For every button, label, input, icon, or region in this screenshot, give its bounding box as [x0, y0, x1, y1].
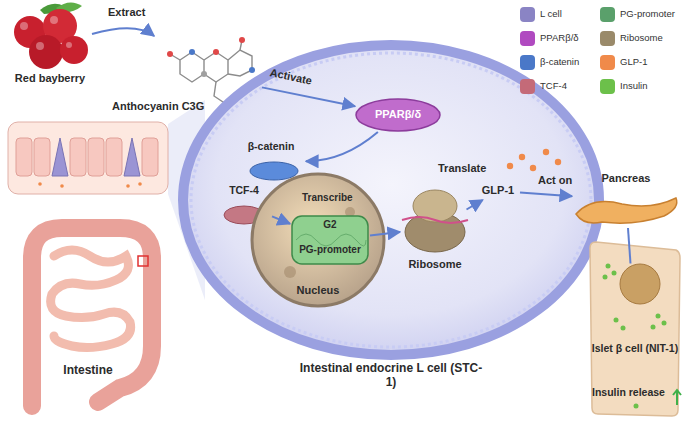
- atom: [213, 49, 219, 55]
- organ: Intestine: [2, 196, 170, 420]
- islet-cell-outline-part: [606, 264, 611, 269]
- islet-cell-outline-part: [603, 275, 608, 280]
- node-label: Pancreas: [572, 172, 680, 185]
- legend-text: Ribosome: [620, 32, 663, 43]
- legend-text: GLP-1: [620, 56, 647, 67]
- node-label: PPARβ/δ: [355, 108, 441, 121]
- epithelial-cell: [88, 138, 104, 176]
- legend-text: TCF-4: [540, 80, 567, 91]
- node-label: Intestinal endocrine L cell (STC-1): [296, 362, 486, 390]
- atom: [239, 37, 245, 43]
- bayberry-art: [14, 2, 88, 69]
- epithelial-cell: [34, 138, 50, 176]
- berry-highlight: [36, 42, 44, 50]
- edge-label: Extract: [108, 6, 145, 18]
- epithelial-cell: [16, 138, 32, 176]
- node-label: PG-promoter: [290, 244, 370, 256]
- ribosome-outline-part: [402, 217, 468, 223]
- organ-outline-part: [32, 228, 152, 406]
- berry: [60, 36, 88, 64]
- protein: β-catenin: [236, 140, 306, 182]
- atom: [201, 71, 207, 77]
- epithelium-inset: [8, 122, 168, 194]
- edge-label: Translate: [438, 162, 486, 174]
- ring: [204, 52, 228, 82]
- islet-cell-outline-part: [662, 321, 667, 326]
- berry-highlight: [50, 16, 58, 24]
- legend-swatch: [600, 79, 615, 94]
- node-label: Insulin release: [592, 386, 674, 398]
- l-cell: [52, 138, 68, 176]
- berry-highlight: [20, 22, 28, 30]
- node-label: Islet β cell (NIT-1): [588, 342, 682, 354]
- node-label: Intestine: [48, 364, 128, 378]
- legend-text: β-catenin: [540, 56, 579, 67]
- berry: [29, 35, 63, 69]
- legend-swatch: [600, 55, 615, 70]
- organ: Pancreas: [572, 172, 680, 228]
- islet-cell-outline-part: [656, 314, 661, 319]
- node-label: G2: [290, 219, 370, 231]
- islet-cell-outline-part: [634, 404, 639, 409]
- epithelial-cell: [106, 138, 122, 176]
- epithelial-cell: [70, 138, 86, 176]
- legend-swatch: [520, 55, 535, 70]
- protein-outline-part: [250, 162, 298, 180]
- legend-text: L cell: [540, 8, 562, 19]
- hormone: GLP-1: [476, 182, 520, 200]
- organ-outline-part: [576, 198, 677, 223]
- ribosome: Ribosome: [400, 180, 470, 276]
- gene-promoter: G2PG-promoter: [290, 214, 370, 266]
- islet-cell-outline-part: [621, 326, 626, 331]
- legend-text: PPARβ/δ: [540, 32, 579, 43]
- legend-swatch: [600, 31, 615, 46]
- atom: [249, 67, 255, 73]
- inset-frame: [8, 122, 168, 194]
- berry-highlight: [66, 42, 72, 48]
- l-cell-outline-part: [183, 45, 599, 355]
- islet-cell-outline-part: [651, 325, 656, 330]
- flow-arrow: [92, 28, 154, 36]
- islet-cell-outline-part: [612, 271, 617, 276]
- l-cell: [124, 138, 140, 176]
- legend-swatch: [600, 7, 615, 22]
- ring: [180, 52, 204, 82]
- secretion-dot: [60, 184, 64, 188]
- nucleus-outline-part: [284, 266, 296, 278]
- node-label: TCF-4: [216, 184, 272, 196]
- node-label: GLP-1: [476, 184, 520, 197]
- epithelial-cell: [142, 138, 158, 176]
- node-label: β-catenin: [236, 140, 306, 152]
- receptor-protein: PPARβ/δ: [355, 98, 441, 132]
- edge-label: Act on: [538, 174, 572, 186]
- islet-cell-outline-part: [590, 242, 680, 416]
- islet-cell-outline-part: [620, 264, 660, 304]
- atom: [189, 49, 195, 55]
- ring: [228, 50, 252, 76]
- legend-swatch: [520, 79, 535, 94]
- secretion-dot: [38, 182, 42, 186]
- legend-swatch: [520, 7, 535, 22]
- annotation: Transcribe: [302, 192, 353, 203]
- legend-text: Insulin: [620, 80, 647, 91]
- l-cell: Intestinal endocrine L cell (STC-1) PPARβ…: [176, 40, 606, 402]
- node-label: Red bayberry: [2, 72, 98, 85]
- organ-outline: [2, 196, 170, 420]
- legend-swatch: [520, 31, 535, 46]
- organ-outline-part: [51, 250, 131, 348]
- secretion-dot: [126, 184, 130, 188]
- legend-text: PG-promoter: [620, 8, 675, 19]
- node-label: Nucleus: [250, 284, 386, 297]
- atom: [167, 51, 173, 57]
- node-label: Ribosome: [390, 258, 480, 271]
- islet-cell: Islet β cell (NIT-1) Insulin release: [588, 236, 682, 418]
- l-cell-outline-part: [191, 53, 591, 347]
- receptor-protein-outline-part: [356, 99, 440, 131]
- islet-cell-outline-part: [614, 318, 619, 323]
- secretion-dot: [138, 182, 142, 186]
- source-fruit: Red bayberry: [8, 4, 92, 88]
